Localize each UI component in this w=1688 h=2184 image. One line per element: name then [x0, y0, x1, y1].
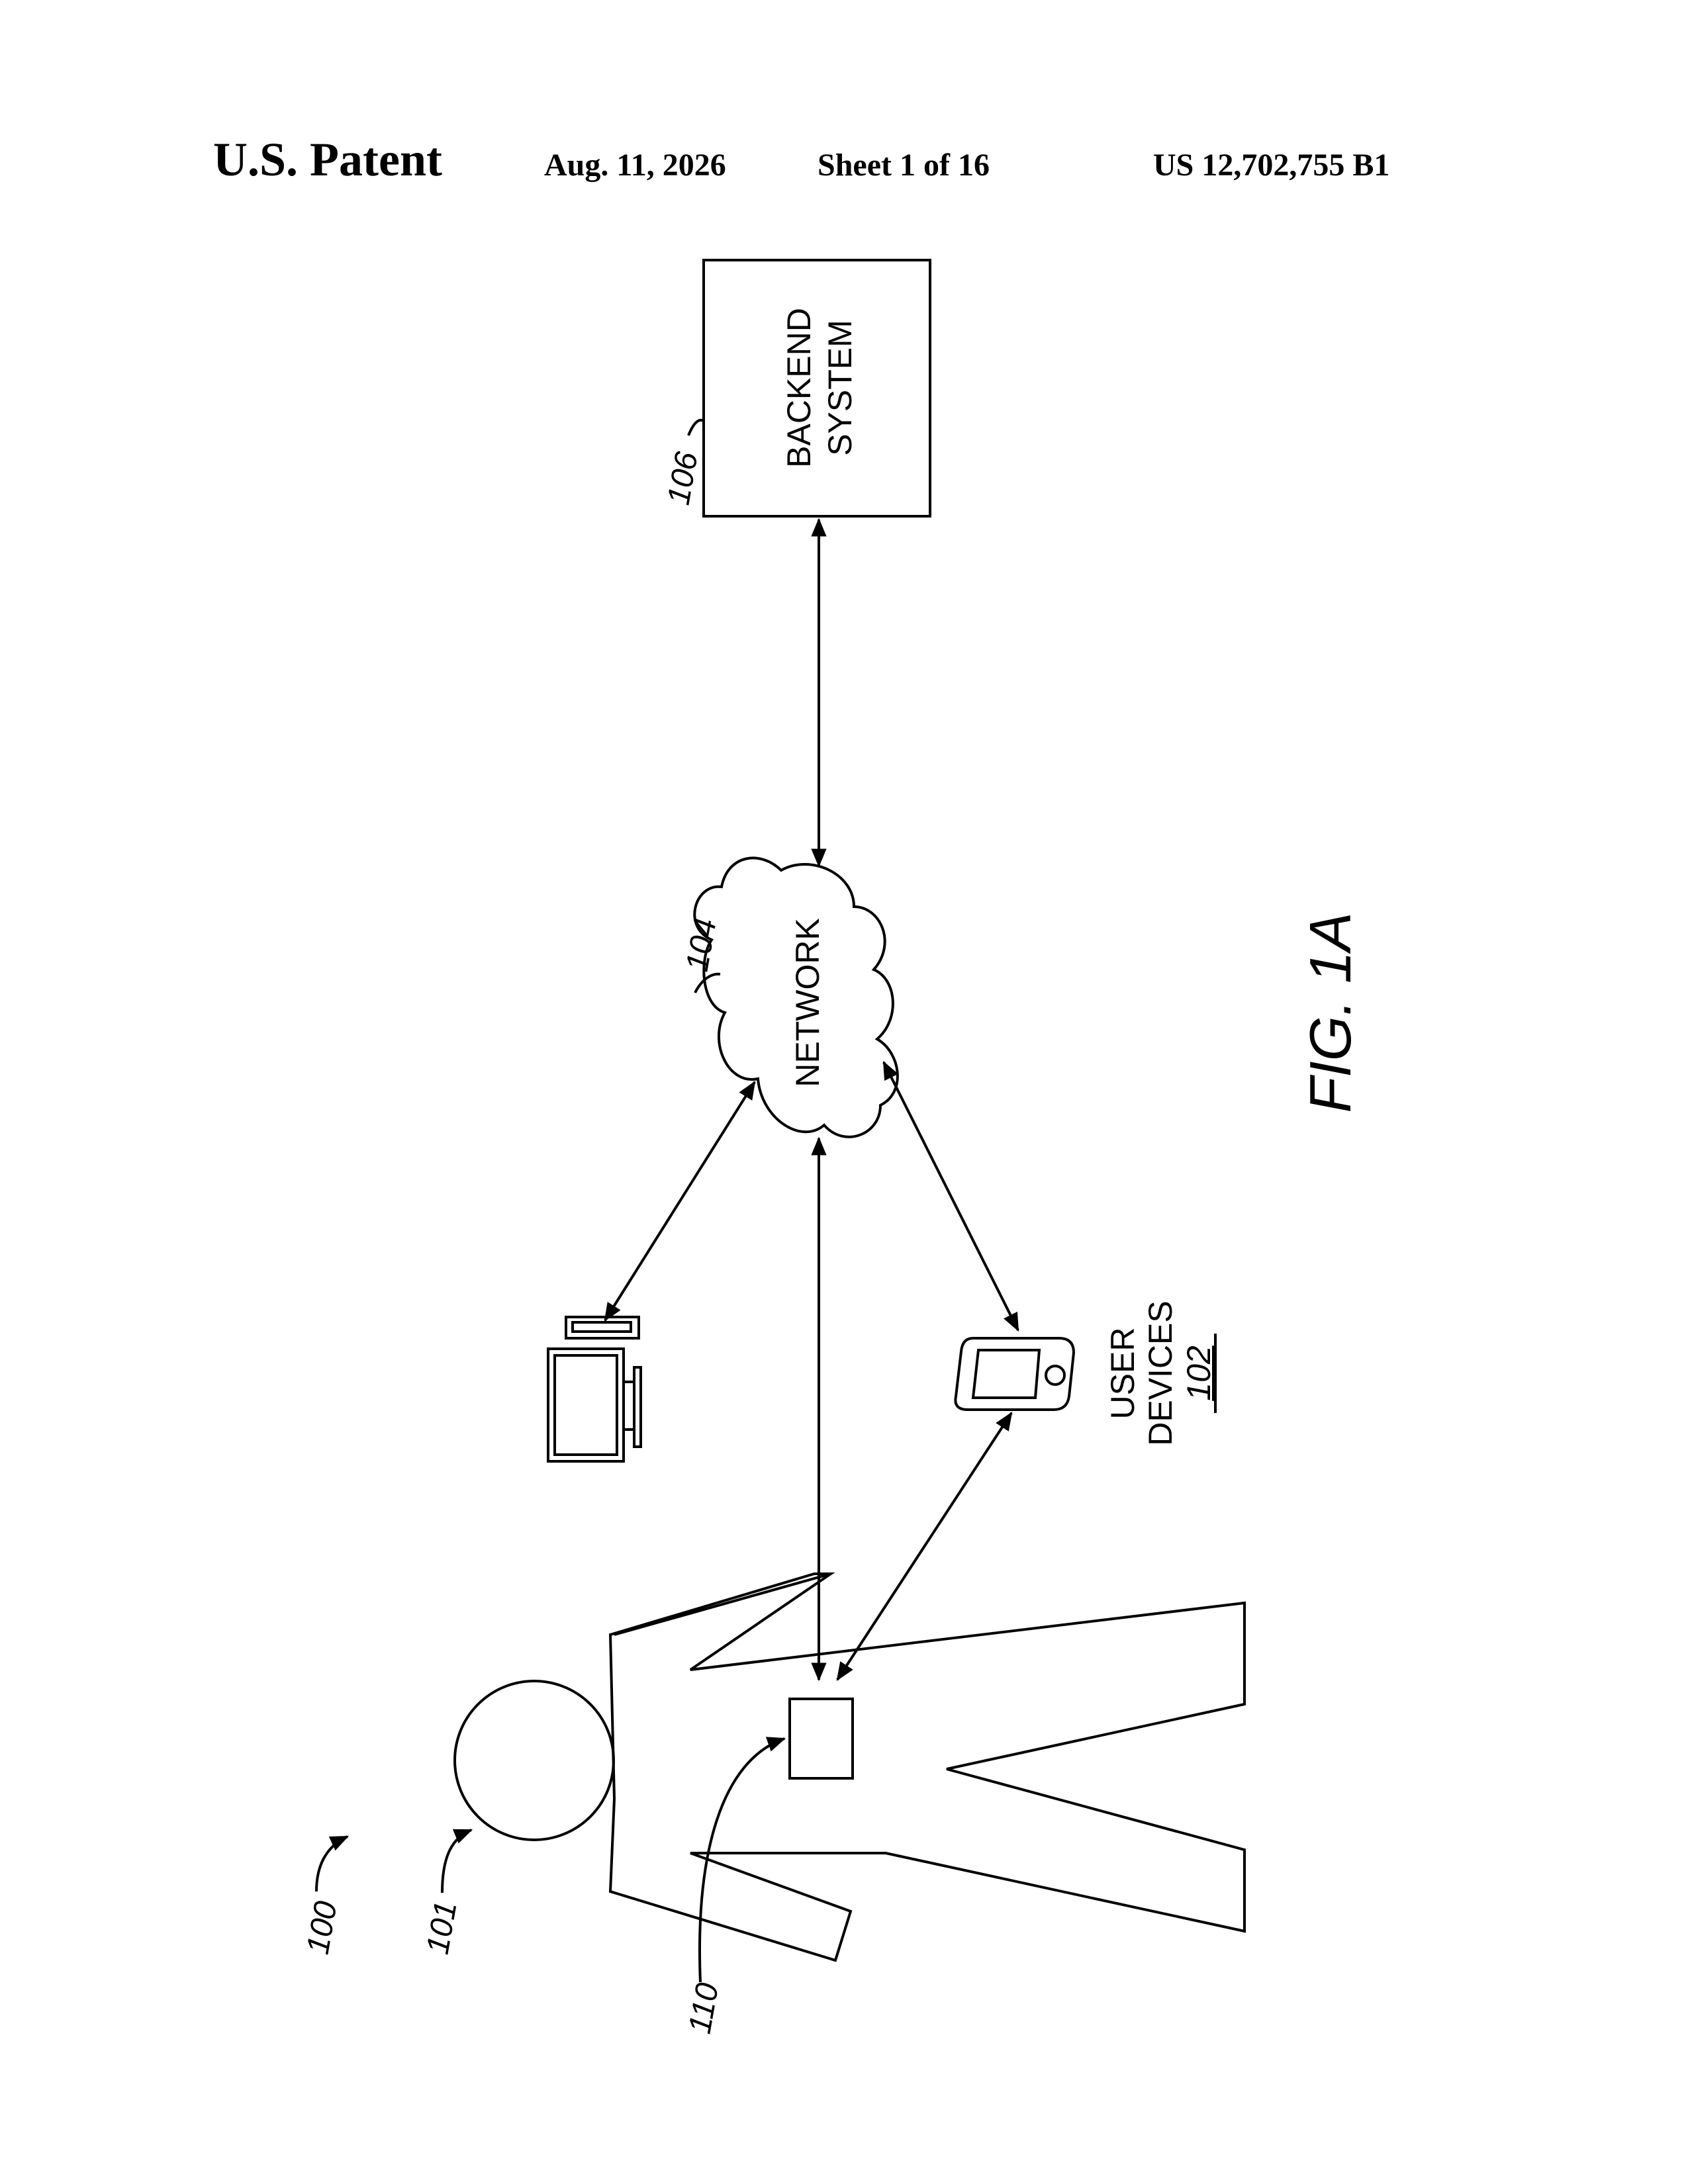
- system-ref: 100: [301, 1899, 344, 1957]
- person-body: [610, 1574, 1244, 1960]
- desktop-computer-icon: [548, 1317, 641, 1461]
- user-devices-label-line1: USER: [1104, 1328, 1141, 1420]
- backend-system-ref: 106: [661, 449, 705, 508]
- backend-ref-leader: [688, 420, 704, 435]
- person-ref-leader: [442, 1830, 471, 1893]
- figure-label: FIG. 1A: [1297, 912, 1363, 1113]
- backend-system-label-line1: BACKEND: [780, 308, 818, 468]
- network-label: NETWORK: [789, 918, 826, 1087]
- person-head: [455, 1681, 614, 1840]
- user-devices-ref: 102: [1180, 1345, 1217, 1401]
- mobile-phone-icon: [955, 1338, 1074, 1410]
- system-ref-leader: [316, 1837, 348, 1891]
- network-phone-link: [884, 1062, 1018, 1330]
- wearable-device: [790, 1699, 853, 1778]
- person-ref: 101: [420, 1899, 464, 1957]
- user-devices-label-line2: DEVICES: [1142, 1300, 1179, 1446]
- network-ref: 104: [680, 916, 724, 974]
- phone-wearable-link: [837, 1413, 1011, 1680]
- backend-system-label-line2: SYSTEM: [821, 320, 859, 456]
- wearable-ref: 110: [682, 1980, 726, 2036]
- network-desktop-link: [605, 1082, 755, 1320]
